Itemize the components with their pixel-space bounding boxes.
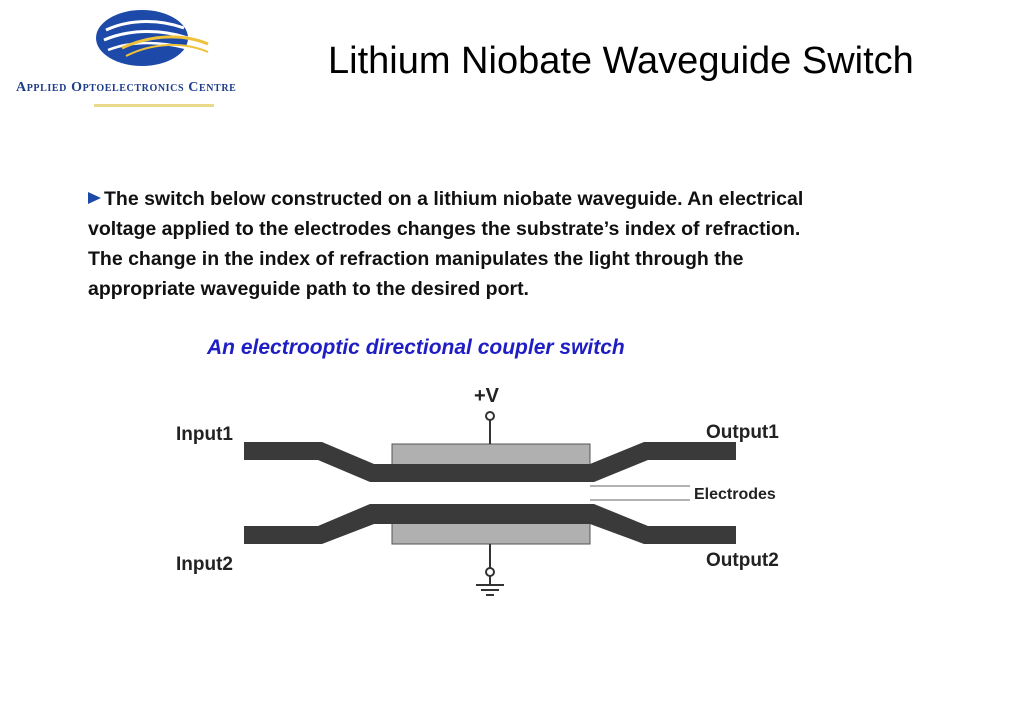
input1-label: Input1 — [176, 424, 233, 445]
bullet-line-3: The change in the index of refraction ma… — [88, 248, 744, 270]
globe-logo-icon — [96, 10, 209, 66]
bottom-waveguide — [244, 504, 736, 544]
ground-icon — [476, 544, 504, 596]
output1-label: Output1 — [706, 422, 779, 443]
slide-title: Lithium Niobate Waveguide Switch — [328, 40, 914, 82]
bullet-text-line-1: The switch below constructed on a lithiu… — [104, 188, 804, 210]
logo: Applied Optoelectronics Centre — [6, 8, 286, 108]
triangle-bullet-icon — [88, 192, 101, 204]
input2-label: Input2 — [176, 554, 233, 575]
coupler-switch-diagram: +V Input1 Input2 Output1 Output2 Electro… — [170, 378, 800, 606]
bullet-paragraph: The switch below constructed on a lithiu… — [88, 184, 988, 304]
organization-name: Applied Optoelectronics Centre — [16, 80, 237, 95]
terminal-icon — [485, 411, 495, 444]
voltage-label: +V — [474, 385, 500, 407]
diagram-caption: An electrooptic directional coupler swit… — [207, 336, 625, 359]
output2-label: Output2 — [706, 550, 779, 571]
electrodes-label: Electrodes — [694, 486, 776, 503]
bullet-line-4: appropriate waveguide path to the desire… — [88, 278, 529, 300]
bullet-line-1: The switch below constructed on a lithiu… — [88, 184, 988, 214]
logo-underline — [94, 104, 214, 107]
top-waveguide — [244, 442, 736, 482]
bullet-line-2: voltage applied to the electrodes change… — [88, 218, 801, 240]
